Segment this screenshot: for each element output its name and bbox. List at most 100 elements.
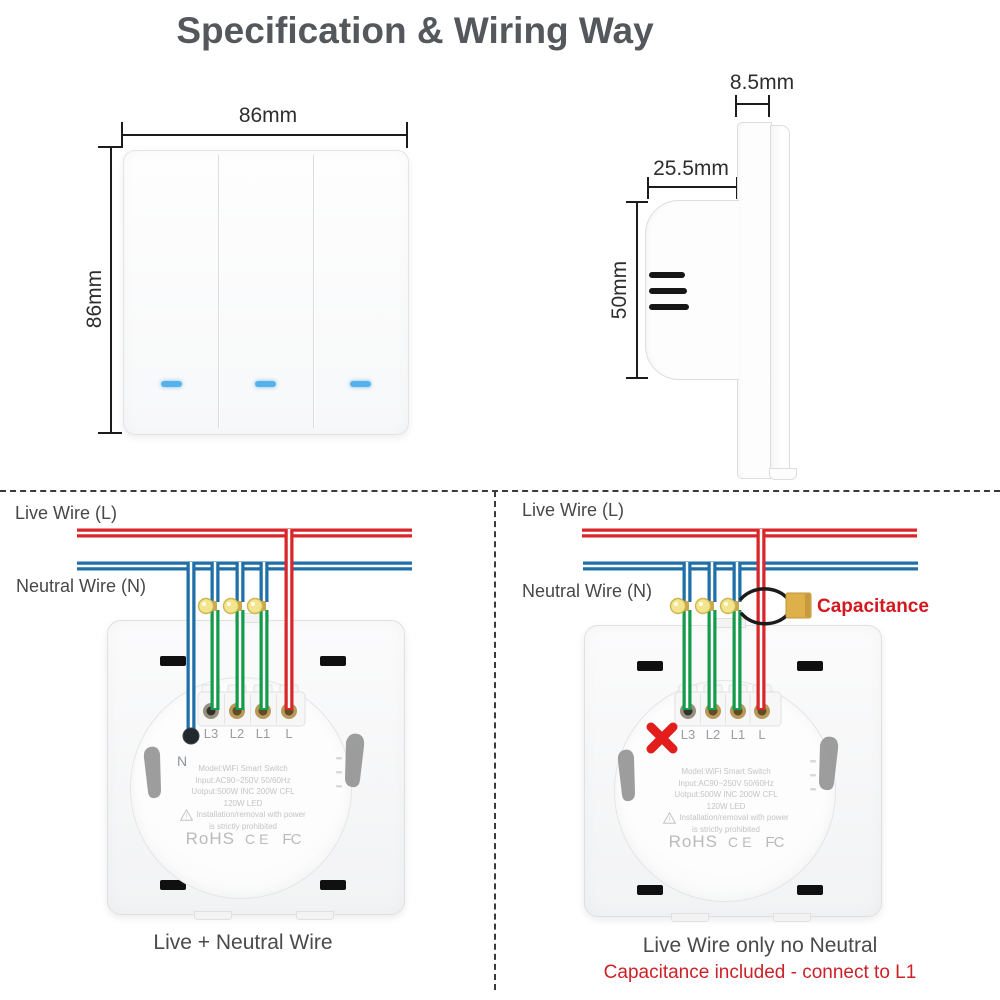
- plate-bottom-tab: [671, 913, 709, 922]
- svg-text:!: !: [669, 817, 671, 824]
- side-thickness-label: 8.5mm: [729, 71, 795, 94]
- certification-logos: RoHS CE FC: [143, 828, 343, 848]
- switch-front-plate: [123, 150, 409, 435]
- rocker-divider: [313, 155, 314, 428]
- mounting-slot-icon: [320, 656, 346, 666]
- mounting-slot-icon: [320, 880, 346, 890]
- box-depth-dimension-line: [648, 186, 738, 188]
- box-depth-label: 25.5mm: [653, 157, 729, 180]
- vent-slot-icon: [649, 304, 689, 310]
- front-width-tick-left: [121, 122, 123, 148]
- mounting-slot-icon: [637, 885, 663, 895]
- led-line: 120W LED: [706, 801, 746, 811]
- front-height-dimension-line: [110, 147, 112, 434]
- bulb-icon: [197, 597, 217, 615]
- warning-row: ! Installation/removal with power: [626, 812, 826, 824]
- terminal-label-l: L: [285, 726, 293, 741]
- lamp-drop-wires: [682, 562, 742, 602]
- warning-row: ! Installation/removal with power: [143, 809, 343, 821]
- plate-top-tab: [235, 613, 269, 623]
- bulb-icon: [222, 597, 242, 615]
- model-line: Model:WiFi Smart Switch: [198, 764, 288, 773]
- front-width-tick-right: [406, 122, 408, 148]
- vertical-dashed-divider: [494, 491, 496, 990]
- page-title: Specification & Wiring Way: [176, 10, 654, 51]
- horizontal-dashed-divider: [0, 490, 1000, 492]
- terminal-label-l1: L1: [730, 727, 746, 742]
- side-wall-plate: [737, 122, 772, 479]
- thickness-tick-left: [735, 95, 737, 117]
- warning-triangle-icon: !: [663, 812, 677, 824]
- front-height-tick-bottom: [98, 432, 122, 434]
- mounting-slot-icon: [797, 885, 823, 895]
- warning-line1: Installation/removal with power: [196, 810, 306, 820]
- mounting-slot-icon: [637, 661, 663, 671]
- lamp-drop-wires: [210, 562, 269, 602]
- input-line: Input:AC90~250V 50/60Hz: [678, 778, 774, 788]
- ce-logo: CE: [727, 833, 756, 850]
- box-height-tick-top: [626, 201, 648, 203]
- warning-line2: is strictly prohibited: [208, 822, 278, 831]
- bulb-icons-left: [197, 597, 266, 615]
- thickness-tick-right: [768, 95, 770, 117]
- warning-line1: Installation/removal with power: [679, 813, 789, 823]
- model-line: Model:WiFi Smart Switch: [681, 767, 771, 776]
- right-diagram-caption: Live Wire only no Neutral: [642, 934, 878, 957]
- input-line: Input:AC90~250V 50/60Hz: [195, 775, 291, 785]
- certification-logos: RoHS CE FC: [626, 831, 826, 851]
- ce-logo: CE: [244, 830, 273, 847]
- warning-triangle-icon: !: [180, 809, 194, 821]
- front-width-dimension-label: 86mm: [238, 104, 298, 127]
- terminal-label-l2: L2: [229, 726, 245, 741]
- bulb-icon: [719, 597, 739, 615]
- live-wire-label: Live Wire (L): [522, 500, 625, 520]
- plate-bottom-tab: [773, 913, 811, 922]
- fcc-logo: FC: [765, 833, 784, 851]
- box-height-dimension-line: [636, 202, 638, 378]
- plate-bottom-tab: [296, 911, 334, 920]
- mounting-slot-icon: [797, 661, 823, 671]
- bulb-icons-right: [669, 597, 739, 615]
- back-panel-text: Model:WiFi Smart Switch Input:AC90~250V …: [143, 763, 343, 848]
- neutral-wire-label: Neutral Wire (N): [16, 576, 147, 596]
- rohs-logo: RoHS: [185, 828, 235, 848]
- mounting-slot-icon: [160, 880, 186, 890]
- terminal-label-l2: L2: [705, 727, 721, 742]
- vent-slot-icon: [649, 288, 687, 294]
- terminal-label-l3: L3: [680, 727, 696, 742]
- svg-text:!: !: [186, 814, 188, 821]
- output-line: Uotput:500W INC 200W CFL: [191, 787, 295, 796]
- mounting-slot-icon: [160, 656, 186, 666]
- terminal-label-l1: L1: [255, 726, 271, 741]
- rohs-logo: RoHS: [668, 831, 718, 851]
- fcc-logo: FC: [282, 830, 301, 848]
- capacitance-label: Capacitance: [817, 596, 929, 617]
- back-panel-text: Model:WiFi Smart Switch Input:AC90~250V …: [626, 766, 826, 851]
- capacitor-icon: [785, 592, 812, 619]
- bulb-icon: [694, 597, 714, 615]
- plate-top-tab: [712, 618, 746, 628]
- neutral-wire-label: Neutral Wire (N): [522, 581, 653, 601]
- output-line: Uotput:500W INC 200W CFL: [674, 790, 778, 799]
- vent-slot-icon: [649, 272, 685, 278]
- front-height-tick-top: [98, 146, 122, 148]
- left-diagram-caption: Live + Neutral Wire: [153, 931, 333, 954]
- capacitor-leads: [739, 587, 790, 626]
- terminal-label-l3: L3: [203, 726, 219, 741]
- led-indicator-icon: [255, 381, 276, 387]
- box-height-tick-bottom: [626, 377, 648, 379]
- box-depth-tick-left: [647, 177, 649, 199]
- led-indicator-icon: [161, 381, 182, 387]
- bulb-icon: [669, 597, 689, 615]
- side-rocker-bottom-lip: [769, 468, 797, 480]
- led-indicator-icon: [350, 381, 371, 387]
- box-height-label: 50mm: [608, 260, 631, 320]
- front-height-dimension-label: 86mm: [83, 269, 106, 329]
- right-diagram-subcaption: Capacitance included - connect to L1: [603, 962, 917, 983]
- bulb-icon: [246, 597, 266, 615]
- front-width-dimension-line: [122, 134, 408, 136]
- plate-bottom-tab: [194, 911, 232, 920]
- rocker-divider: [218, 155, 219, 428]
- terminal-label-n: N: [177, 753, 188, 769]
